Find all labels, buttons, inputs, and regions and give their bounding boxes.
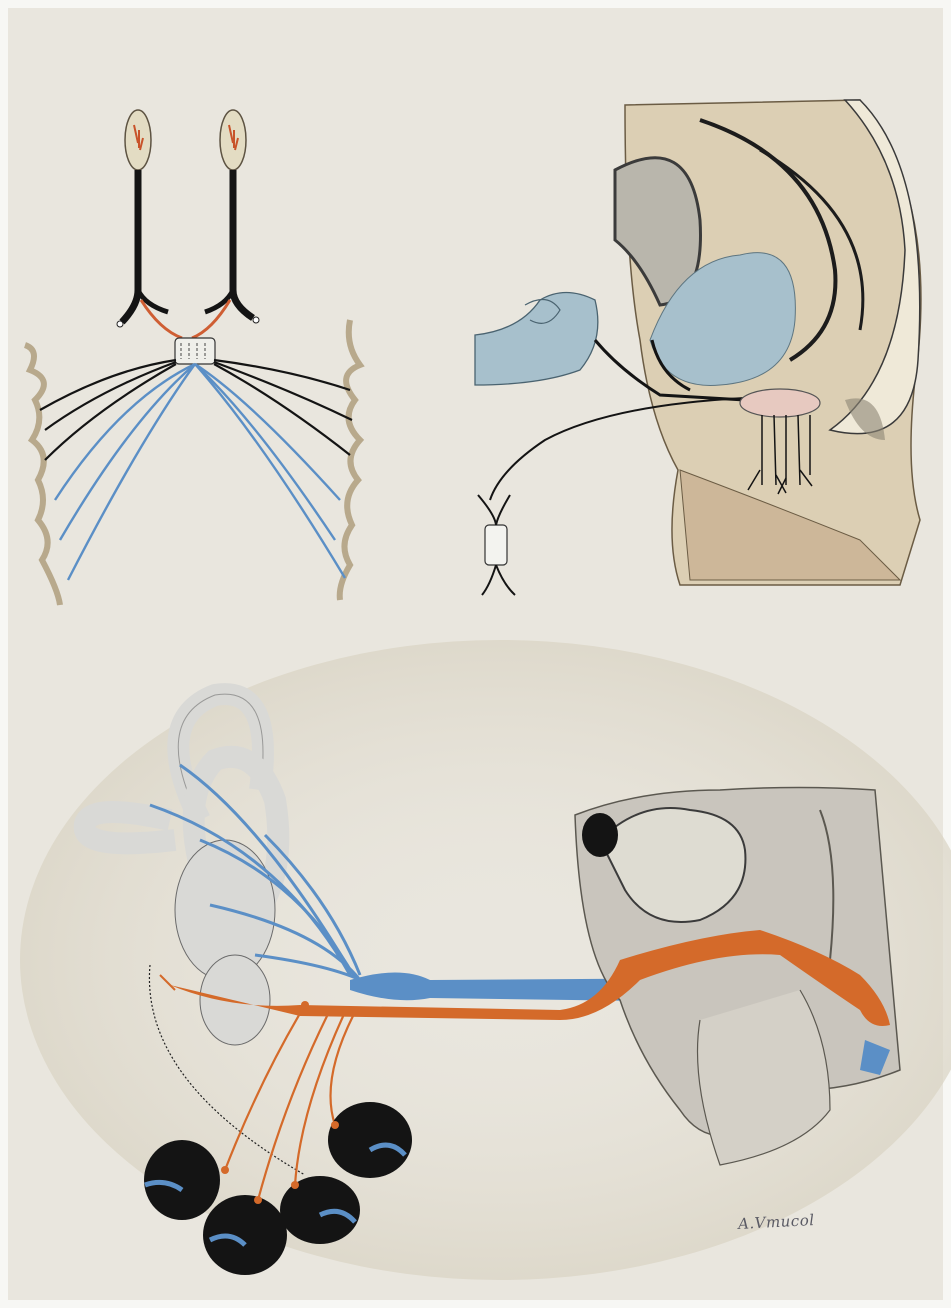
left-tract bbox=[122, 170, 138, 322]
right-frame bbox=[340, 320, 360, 600]
cross-section-diagram bbox=[475, 100, 921, 595]
black-fibres bbox=[40, 360, 352, 460]
left-frame bbox=[25, 345, 60, 605]
dark-opening bbox=[582, 813, 618, 857]
blue-knot bbox=[475, 293, 598, 386]
small-ganglion bbox=[485, 525, 507, 565]
pink-ganglion bbox=[740, 389, 820, 417]
olfactory-diagram bbox=[25, 110, 360, 605]
right-tract bbox=[233, 170, 253, 318]
